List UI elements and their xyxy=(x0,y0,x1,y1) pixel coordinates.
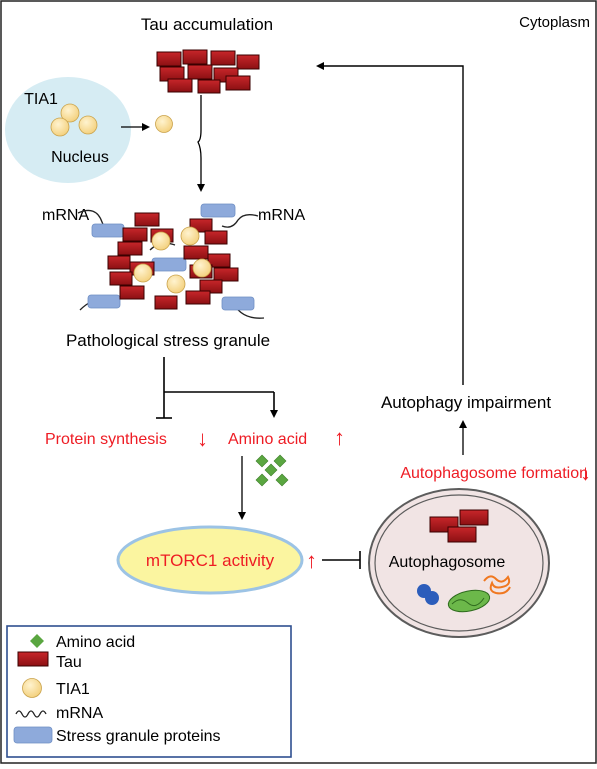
mitochondrion-cristae xyxy=(451,597,485,607)
legend-labels: Amino acid Tau TIA1 mRNA Stress granule … xyxy=(56,634,221,745)
feedback-arrow xyxy=(316,62,464,385)
tau-block xyxy=(154,295,178,310)
legend-label-tau: Tau xyxy=(56,654,82,671)
amino-acid-diamond xyxy=(275,473,289,487)
tau-block xyxy=(182,49,208,65)
mtorc1-up-icon: ↑ xyxy=(306,548,317,573)
autophagosome-label: Autophagosome xyxy=(389,554,506,571)
autophagy-impairment-label: Autophagy impairment xyxy=(381,393,551,412)
tau-block xyxy=(156,51,182,67)
tau-block xyxy=(122,227,148,242)
legend-box xyxy=(6,625,292,758)
tau-block xyxy=(207,253,231,268)
to-stress-granule-arrow xyxy=(197,95,205,192)
nucleus-label: Nucleus xyxy=(51,149,109,166)
tia1-granule xyxy=(78,115,98,135)
protein-synthesis-label: Protein synthesis xyxy=(45,431,167,448)
tia1-granule xyxy=(50,117,70,137)
legend-symbols xyxy=(13,634,53,744)
cytoplasm-label: Cytoplasm xyxy=(519,14,590,31)
legend-tia1-icon xyxy=(22,678,42,698)
autophagosome-formation-label: Autophagosome formation xyxy=(400,465,588,482)
sg-branch-connectors xyxy=(156,357,278,419)
tau-accumulation-label: Tau accumulation xyxy=(141,15,273,34)
tau-accumulation-cluster xyxy=(156,49,260,94)
tia1-granule xyxy=(192,258,212,278)
tia1-granule xyxy=(166,274,186,294)
legend-tau-icon xyxy=(17,651,49,667)
sg-protein xyxy=(151,257,187,272)
autophagosome-outer xyxy=(368,488,550,638)
tau-block xyxy=(185,290,211,305)
tau-block xyxy=(199,279,223,294)
tia1-label: TIA1 xyxy=(24,91,58,108)
vesicle-icon xyxy=(425,591,439,605)
tau-block xyxy=(447,526,477,543)
tau-block xyxy=(183,245,209,260)
sg-tia1-granules xyxy=(133,226,212,294)
mtorc1-node xyxy=(116,525,304,595)
amino-acid-diamond xyxy=(264,463,278,477)
tau-block xyxy=(134,212,160,227)
tau-block xyxy=(236,54,260,70)
amino-acid-diamond xyxy=(255,454,269,468)
tau-block xyxy=(167,78,193,93)
protein-synthesis-down-icon: ↓ xyxy=(197,426,208,451)
tia1-granule xyxy=(151,231,171,251)
tia1-cluster-nucleus xyxy=(50,103,98,137)
tia1-granule xyxy=(133,263,153,283)
sg-proteins xyxy=(87,203,255,311)
sg-protein xyxy=(200,203,236,218)
tia1-granule-single xyxy=(155,115,173,133)
tau-block xyxy=(119,285,145,300)
legend-amino-acid-icon xyxy=(30,634,44,648)
amino-acid-up-icon: ↑ xyxy=(334,425,345,450)
amino-acid-diamond xyxy=(273,454,287,468)
tau-block xyxy=(213,267,239,282)
mrna-strand xyxy=(221,214,259,228)
autophagosome-cargo xyxy=(417,575,511,613)
stress-granule-label: Pathological stress granule xyxy=(66,331,270,350)
mrna-right-label: mRNA xyxy=(258,207,305,224)
tau-block xyxy=(107,255,131,270)
autophagosome-formation-down-icon: ↓ xyxy=(580,460,591,485)
autophagosome-tau xyxy=(429,509,489,543)
legend-label-tia1: TIA1 xyxy=(56,681,90,698)
sg-protein xyxy=(221,296,255,311)
tau-block xyxy=(187,64,213,80)
tia1-granule xyxy=(180,226,200,246)
autophagosome-inner xyxy=(374,494,544,632)
tau-block xyxy=(197,79,221,94)
sg-protein xyxy=(91,223,125,238)
legend-label-amino-acid: Amino acid xyxy=(56,634,135,651)
legend-label-sg-proteins: Stress granule proteins xyxy=(56,728,221,745)
tau-block xyxy=(210,50,236,66)
legend-sg-protein-icon xyxy=(13,726,53,744)
amino-acid-diamond xyxy=(255,473,269,487)
legend-mrna-icon xyxy=(15,710,47,718)
tau-block xyxy=(204,230,228,245)
tia1-granule xyxy=(60,103,80,123)
tau-block xyxy=(225,75,251,91)
tau-block xyxy=(117,241,143,256)
tau-block xyxy=(459,509,489,526)
mitochondrion-icon xyxy=(447,589,491,613)
mtorc1-label: mTORC1 activity xyxy=(146,551,275,570)
amino-acid-label: Amino acid xyxy=(228,431,307,448)
mrna-left-label: mRNA xyxy=(42,207,89,224)
sg-protein xyxy=(87,294,121,309)
protein-aggregate-icon xyxy=(483,575,511,595)
tau-block xyxy=(109,271,133,286)
amino-acid-cluster xyxy=(255,454,289,487)
legend-label-mrna: mRNA xyxy=(56,705,103,722)
